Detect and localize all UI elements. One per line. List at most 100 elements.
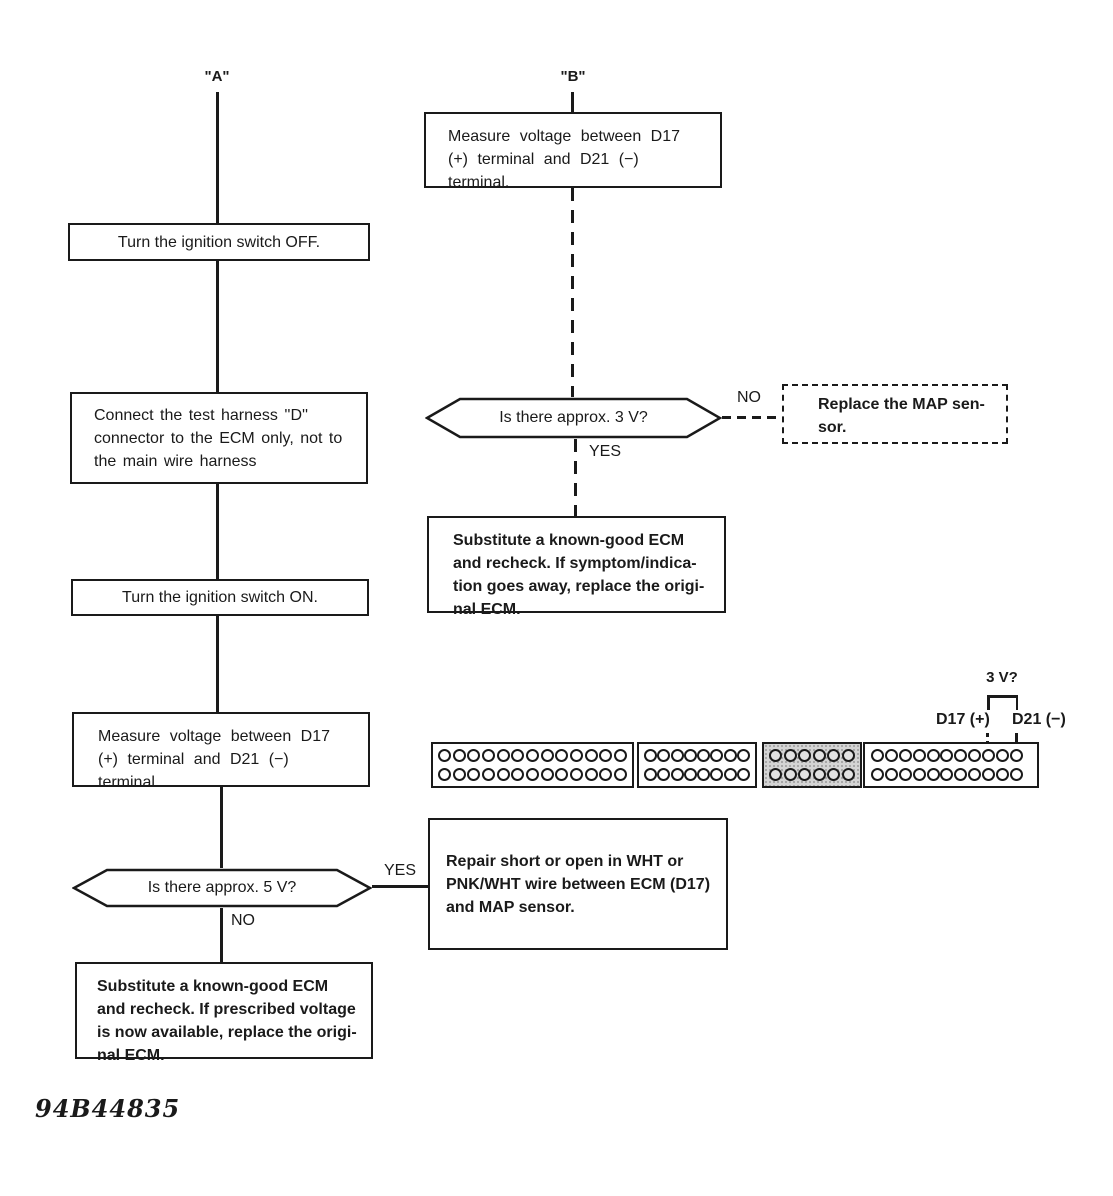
connector-pin — [555, 767, 569, 781]
connector-pin — [827, 767, 841, 781]
connector-pin — [644, 749, 657, 763]
connector-pin — [940, 749, 954, 763]
decision-5v-no-label: NO — [231, 912, 255, 929]
connector-pin — [968, 767, 982, 781]
connector-pin — [496, 767, 510, 781]
connector-pin — [884, 749, 898, 763]
decision-3v-no-label: NO — [737, 389, 761, 406]
connector-pin — [982, 767, 996, 781]
connector-pin — [540, 749, 554, 763]
connector-pin — [926, 749, 940, 763]
step-ignition-off-box: Turn the ignition switch OFF. — [68, 223, 370, 261]
pin-row — [865, 767, 1037, 781]
step-measure-voltage-b-box: Measure voltage between D17 (+) terminal… — [424, 112, 722, 191]
connector-line — [216, 616, 219, 712]
connector-pin — [670, 767, 684, 781]
connector-pin — [599, 749, 613, 763]
connector-pin — [438, 767, 451, 781]
connector-pin — [584, 749, 598, 763]
pin-label-d17: D17 (+) — [936, 711, 990, 728]
connector-pin — [940, 767, 954, 781]
connector-pin — [710, 767, 724, 781]
hexagon-shape — [72, 868, 372, 908]
connector-pin — [613, 767, 627, 781]
connector-pin — [644, 767, 657, 781]
connector-pin — [452, 749, 466, 763]
connector-pin — [926, 767, 940, 781]
probe-bracket-top — [987, 695, 1018, 698]
connector-line — [571, 92, 574, 112]
step-substitute-ecm-b-box: Substitute a known-good ECM and recheck.… — [427, 516, 726, 618]
connector-section-2 — [637, 742, 757, 788]
connector-pin — [841, 749, 855, 763]
action-replace-map-sensor-text: Replace the MAP sen- sor. — [818, 396, 985, 436]
pin-row — [433, 749, 632, 763]
connector-voltage-label: 3 V? — [986, 669, 1018, 686]
connector-pin — [783, 767, 797, 781]
connector-pin — [569, 749, 583, 763]
decision-3v-yes-label: YES — [589, 443, 622, 460]
connector-pin — [954, 767, 968, 781]
connector-pin — [525, 767, 539, 781]
pin-label-d21: D21 (−) — [1012, 711, 1066, 728]
connector-line-dashed — [571, 188, 574, 397]
connector-line — [372, 885, 429, 888]
decision-3v-hexagon: Is there approx. 3 V? — [425, 397, 722, 439]
connector-pin — [798, 767, 812, 781]
step-measure-voltage-b-text: Measure voltage between D17 (+) terminal… — [448, 128, 681, 191]
connector-pin — [683, 767, 697, 781]
step-substitute-ecm-a-box: Substitute a known-good ECM and recheck.… — [75, 962, 373, 1064]
connector-pin — [569, 767, 583, 781]
decision-5v-question: Is there approx. 5 V? — [147, 879, 297, 896]
connector-pin — [467, 767, 481, 781]
ecm-connector-strip — [431, 742, 1039, 788]
connector-pin — [723, 767, 737, 781]
decision-5v-hexagon: Is there approx. 5 V? — [72, 868, 372, 908]
connector-pin — [769, 767, 782, 781]
connector-pin — [968, 749, 982, 763]
connector-line-dashed — [574, 439, 577, 516]
step-connect-harness-text: Connect the test harness ''D'' connector… — [94, 407, 343, 470]
probe-line-d17-dashed — [986, 733, 989, 750]
pin-row — [639, 767, 755, 781]
connector-pin — [481, 767, 495, 781]
connector-line — [216, 92, 219, 223]
connector-pin — [555, 749, 569, 763]
connector-pin — [657, 749, 671, 763]
connector-pin — [871, 767, 884, 781]
connector-line — [220, 787, 223, 868]
pin-row — [433, 767, 632, 781]
connector-pin — [697, 767, 711, 781]
connector-pin — [540, 767, 554, 781]
pin-row — [764, 767, 860, 781]
connector-pin — [670, 749, 684, 763]
connector-pin — [769, 749, 782, 763]
connector-pin — [613, 749, 627, 763]
connector-pin — [736, 749, 750, 763]
step-connect-harness-box: Connect the test harness ''D'' connector… — [70, 392, 368, 484]
connector-section-4 — [863, 742, 1039, 788]
action-replace-map-sensor-box: Replace the MAP sen- sor. — [782, 384, 1008, 444]
connector-pin — [996, 767, 1010, 781]
connector-pin — [697, 749, 711, 763]
connector-pin — [812, 749, 826, 763]
document-code-number: 94B44835 — [35, 1094, 181, 1123]
connector-pin — [827, 749, 841, 763]
connector-pin — [884, 767, 898, 781]
step-substitute-ecm-b-text: Substitute a known-good ECM and recheck.… — [453, 532, 705, 618]
connector-line — [220, 908, 223, 962]
connector-pin — [736, 767, 750, 781]
connector-line-dashed — [722, 416, 782, 419]
pin-row — [764, 749, 860, 763]
connector-pin — [898, 767, 912, 781]
probe-bracket-right — [1015, 695, 1018, 710]
connector-pin — [467, 749, 481, 763]
connector-line — [216, 484, 219, 579]
connector-pin — [584, 767, 598, 781]
connector-line — [216, 261, 219, 392]
action-repair-wire-text: Repair short or open in WHT or PNK/WHT w… — [446, 852, 711, 916]
connector-pin — [452, 767, 466, 781]
probe-bracket-left — [987, 695, 990, 710]
connector-pin — [954, 749, 968, 763]
